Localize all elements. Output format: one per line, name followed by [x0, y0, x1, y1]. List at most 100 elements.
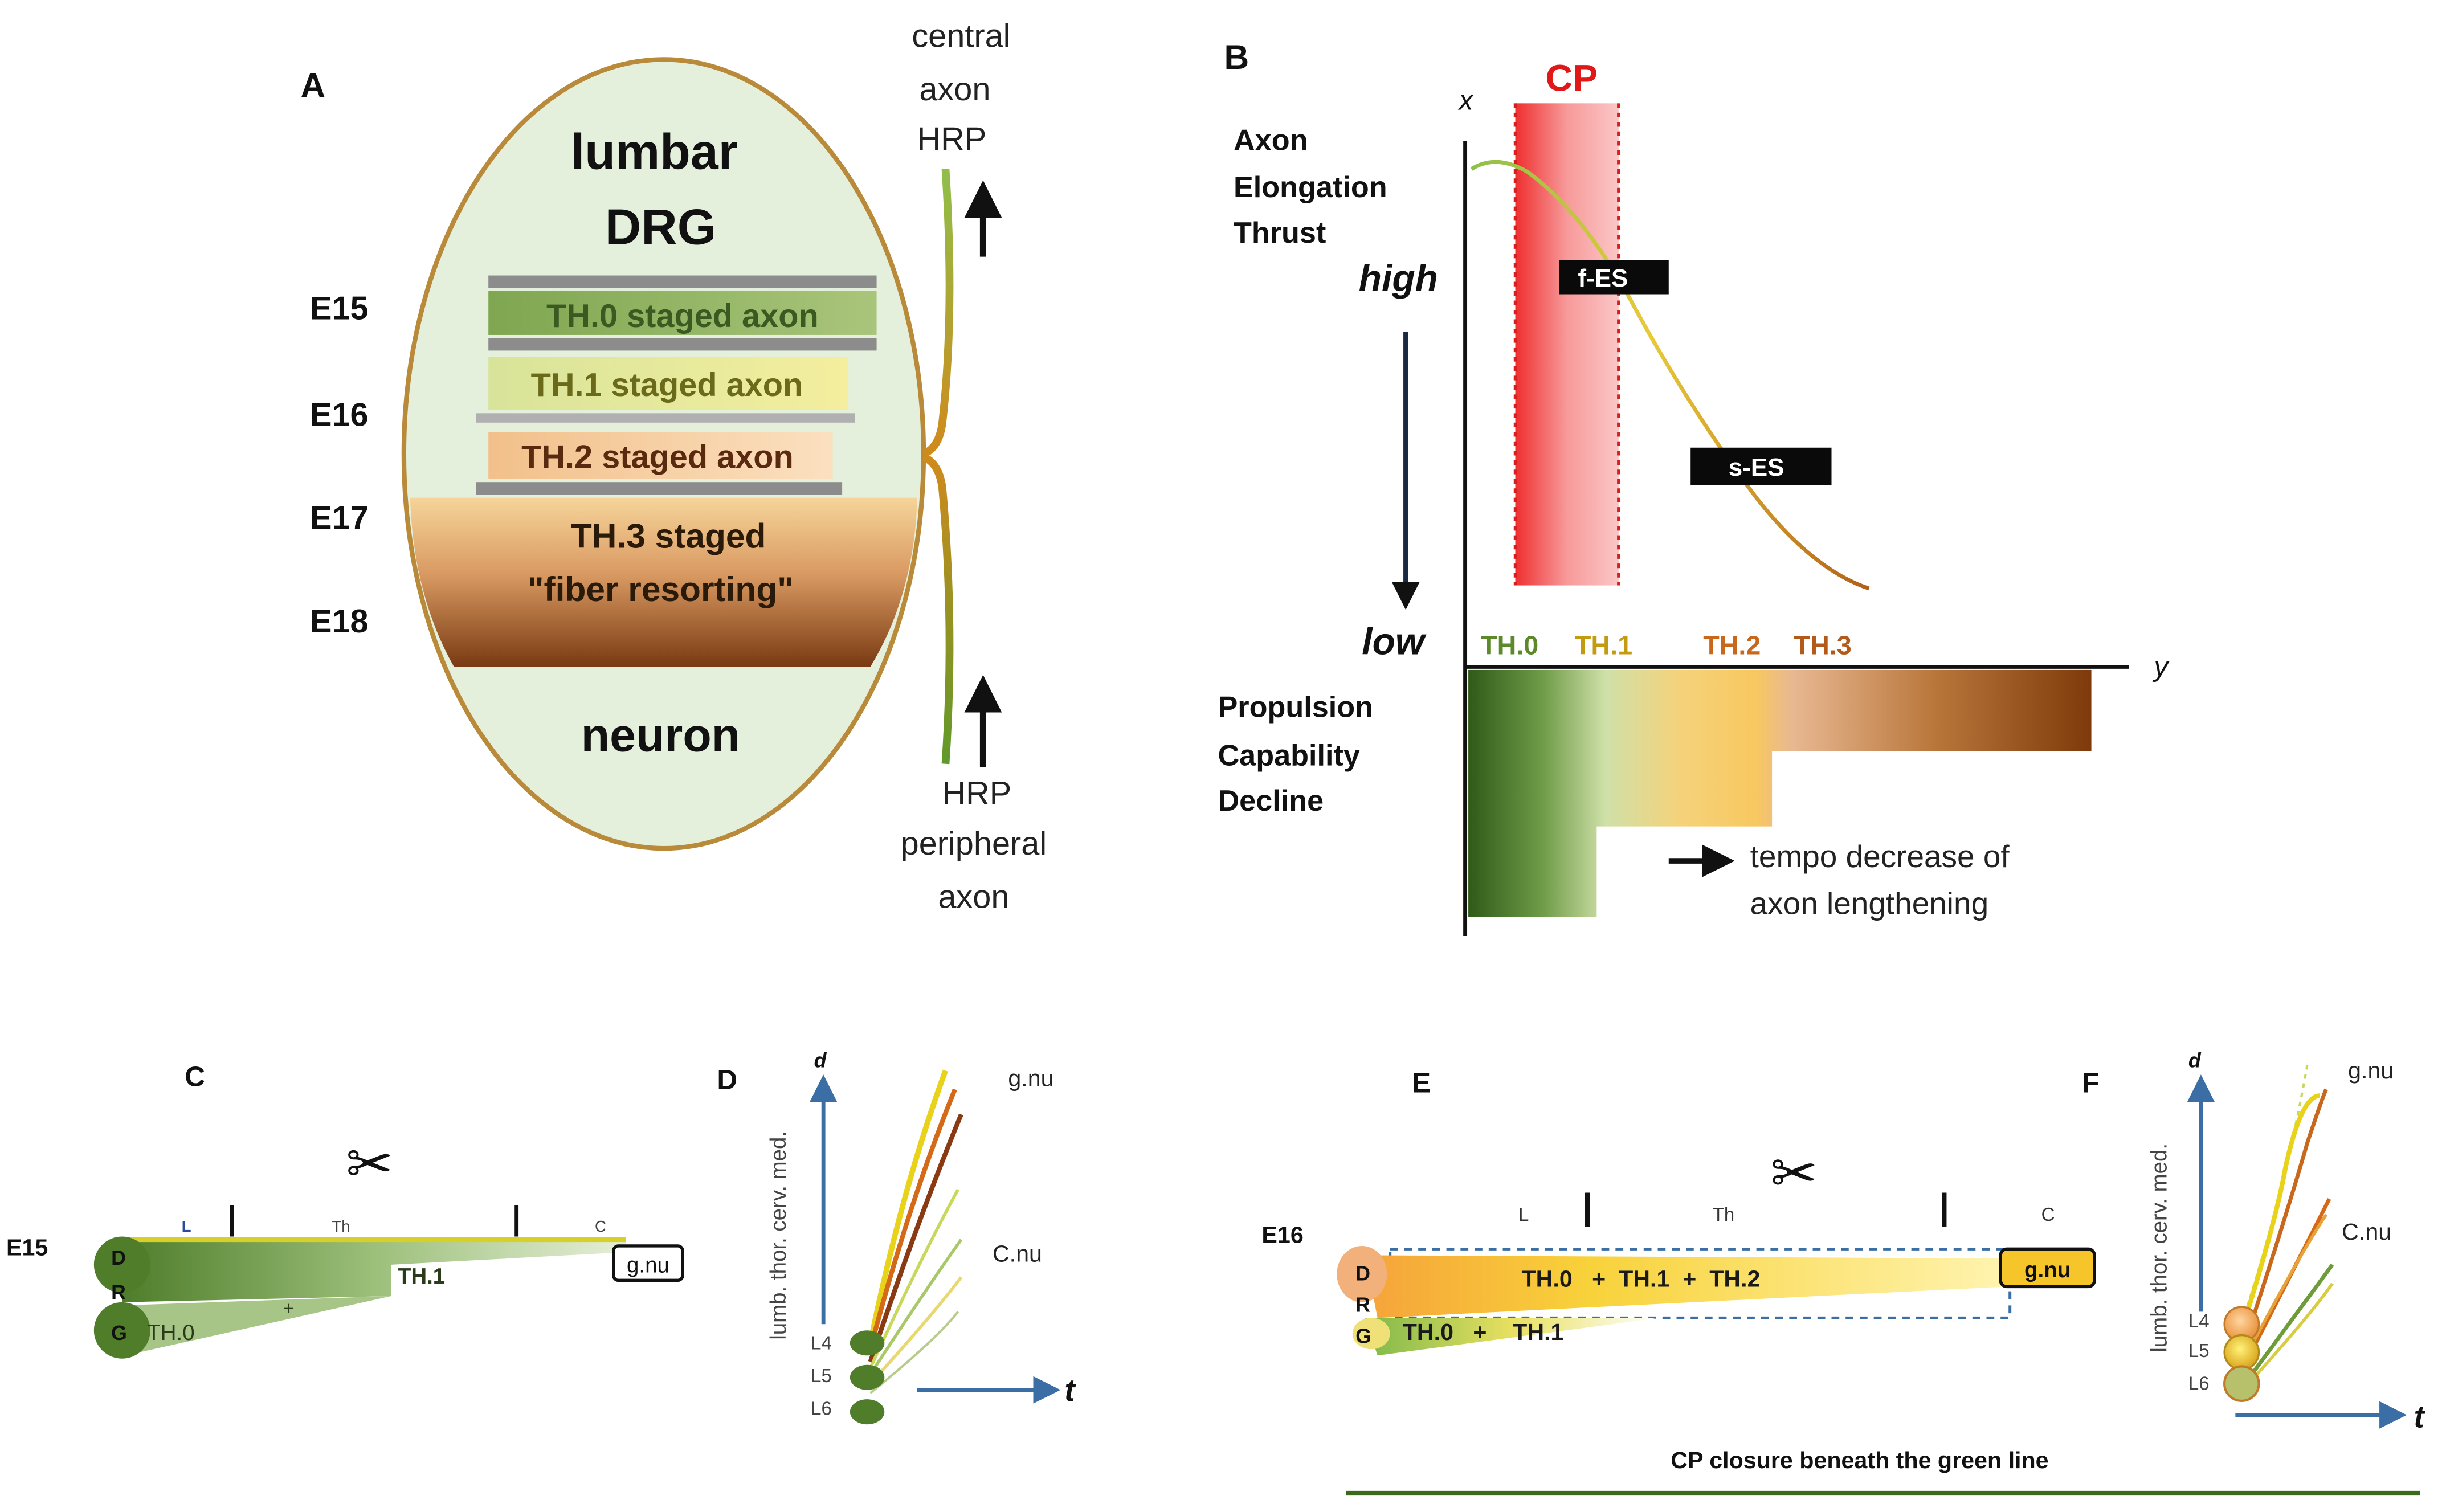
panel-f-target-cnu: C.nu: [2342, 1219, 2391, 1245]
panel-d-axis-t: t: [1064, 1372, 1076, 1408]
decline-staircase: [1468, 669, 2092, 917]
panel-d-level-l6: L6: [811, 1398, 832, 1419]
panel-d-axis-d: d: [814, 1049, 827, 1072]
panel-e-drg-top: [1337, 1245, 1387, 1302]
panel-c: C ✂ E15 L Th C D R G TH.1 TH.0 + g.nu: [6, 1061, 684, 1359]
panel-f-axis-t: t: [2414, 1399, 2426, 1435]
panel-e-region-c: C: [2041, 1204, 2055, 1225]
panel-b-label: B: [1224, 38, 1249, 76]
panel-d-target-cnu: C.nu: [993, 1240, 1042, 1266]
drg-label: DRG: [605, 199, 716, 255]
panel-e: E ✂ E16 L Th C D R G TH.0 + TH.1 + TH.2 …: [1261, 1068, 2420, 1496]
panel-d-ganglion-l6: [850, 1399, 885, 1425]
panel-f-target-gnu: g.nu: [2348, 1057, 2394, 1084]
stage-th2: TH.2: [1703, 630, 1761, 660]
panel-d-curve-4: [869, 1188, 959, 1369]
panel-e-upper-fiber-label: TH.0 + TH.1 + TH.2: [1522, 1265, 1761, 1292]
panel-c-plus: +: [283, 1298, 294, 1319]
panel-d-level-l4: L4: [811, 1332, 832, 1353]
panel-e-caption: CP closure beneath the green line: [1671, 1447, 2048, 1473]
panel-e-label: E: [1412, 1068, 1431, 1099]
tempo-line1: tempo decrease of: [1750, 839, 2010, 874]
stage-label-e15: E15: [310, 290, 369, 326]
th1-bar-line: [476, 413, 855, 423]
panel-c-target-box: [612, 1244, 684, 1282]
ylabel-line2: Elongation: [1234, 171, 1387, 204]
panel-c-upper-fiber: [122, 1239, 626, 1302]
panel-f-level-l5: L5: [2188, 1340, 2210, 1361]
panel-c-region-th: Th: [332, 1217, 350, 1235]
peripheral-axon-label-1: HRP: [942, 775, 1011, 812]
panel-c-region-c: C: [595, 1217, 606, 1235]
panel-c-scissors: ✂: [346, 1132, 393, 1195]
stage-th0: TH.0: [1481, 630, 1538, 660]
th1-bar: [488, 357, 849, 410]
panel-e-region-th: Th: [1713, 1204, 1734, 1225]
panel-f-curve-6: [2252, 1263, 2334, 1372]
panel-e-drg-bottom: [1352, 1318, 1390, 1350]
panel-f-curve-3: [2246, 1088, 2328, 1334]
central-axon-label-2: axon: [919, 71, 990, 108]
panel-f-ganglion-l6: [2223, 1365, 2260, 1402]
panel-f-ganglion-l5: [2223, 1334, 2260, 1371]
panel-c-stage: E15: [6, 1234, 48, 1260]
peripheral-axon-label-2: peripheral: [901, 826, 1047, 862]
panel-d-curve-5: [869, 1239, 963, 1375]
panel-f-curve-2: [2239, 1093, 2321, 1331]
panel-d-curve-7: [869, 1311, 959, 1394]
panel-d-ganglion-l4: [850, 1330, 885, 1356]
panel-e-scissors: ✂: [1770, 1142, 1818, 1205]
panel-f-curve-7: [2253, 1282, 2334, 1379]
panel-d: D d t lumb. thor. cerv. med. L4 L5 L6 g.…: [717, 1049, 1076, 1425]
neuron-label: neuron: [581, 709, 740, 762]
panel-c-th1: TH.1: [398, 1264, 445, 1289]
panel-d-ganglion-l5: [850, 1364, 885, 1390]
decline-label-2: Capability: [1218, 739, 1360, 772]
peripheral-axon-label-3: axon: [938, 878, 1009, 915]
th3-label-line1: TH.3 staged: [571, 517, 766, 555]
panel-f-ylabel: lumb. thor. cerv. med.: [2147, 1143, 2171, 1352]
panel-e-region-l: L: [1518, 1204, 1529, 1225]
panel-d-label: D: [717, 1064, 737, 1096]
panel-f-level-l6: L6: [2188, 1373, 2210, 1394]
decline-label-3: Decline: [1218, 784, 1324, 818]
thrust-curve: [1470, 160, 1870, 591]
central-axon-label-3: HRP: [917, 121, 987, 158]
th1-bar-label: TH.1 staged axon: [531, 367, 803, 403]
panel-d-curve-1: [867, 1069, 948, 1344]
th2-bar-line: [476, 482, 843, 495]
panel-e-drg-r: R: [1355, 1293, 1370, 1316]
panel-c-target-label: g.nu: [627, 1253, 669, 1278]
panel-a: A lumbar DRG TH.0 staged axon TH.1 stage…: [301, 18, 1047, 915]
stage-th1: TH.1: [1575, 630, 1632, 660]
panel-d-curve-2: [868, 1088, 957, 1350]
panel-f-label: F: [2082, 1068, 2099, 1099]
panel-b: B x CP y Axon Elongation Thrust high low…: [1218, 38, 2170, 936]
peripheral-axon: [922, 453, 954, 765]
stage-label-e17: E17: [310, 500, 369, 537]
panel-f-curve-5: [2246, 1213, 2327, 1354]
panel-e-stage: E16: [1261, 1221, 1303, 1248]
panel-c-th0: TH.0: [147, 1321, 194, 1345]
panel-d-target-gnu: g.nu: [1008, 1065, 1053, 1092]
th0-bar: [488, 291, 877, 335]
ylabel-line3: Thrust: [1234, 216, 1326, 250]
ylabel-line1: Axon: [1234, 124, 1308, 157]
panel-d-level-l5: L5: [811, 1365, 832, 1386]
panel-f-axis-d: d: [2188, 1049, 2202, 1072]
panel-e-target-label: g.nu: [2024, 1258, 2071, 1282]
axis-y-letter: y: [2152, 651, 2170, 683]
stage-th3: TH.3: [1794, 630, 1852, 660]
f-es-label: f-ES: [1578, 264, 1628, 292]
lumbar-label: lumbar: [571, 124, 738, 180]
th2-bar: [488, 432, 833, 479]
th0-bar-label: TH.0 staged axon: [546, 298, 819, 334]
central-axon-label-1: central: [912, 18, 1010, 54]
stage-label-e16: E16: [310, 397, 369, 433]
decline-label-1: Propulsion: [1218, 690, 1374, 724]
cp-label: CP: [1546, 56, 1598, 99]
panel-e-drg-g: G: [1355, 1325, 1371, 1347]
panel-a-label: A: [301, 66, 326, 104]
panel-c-drg-d: D: [111, 1247, 126, 1269]
